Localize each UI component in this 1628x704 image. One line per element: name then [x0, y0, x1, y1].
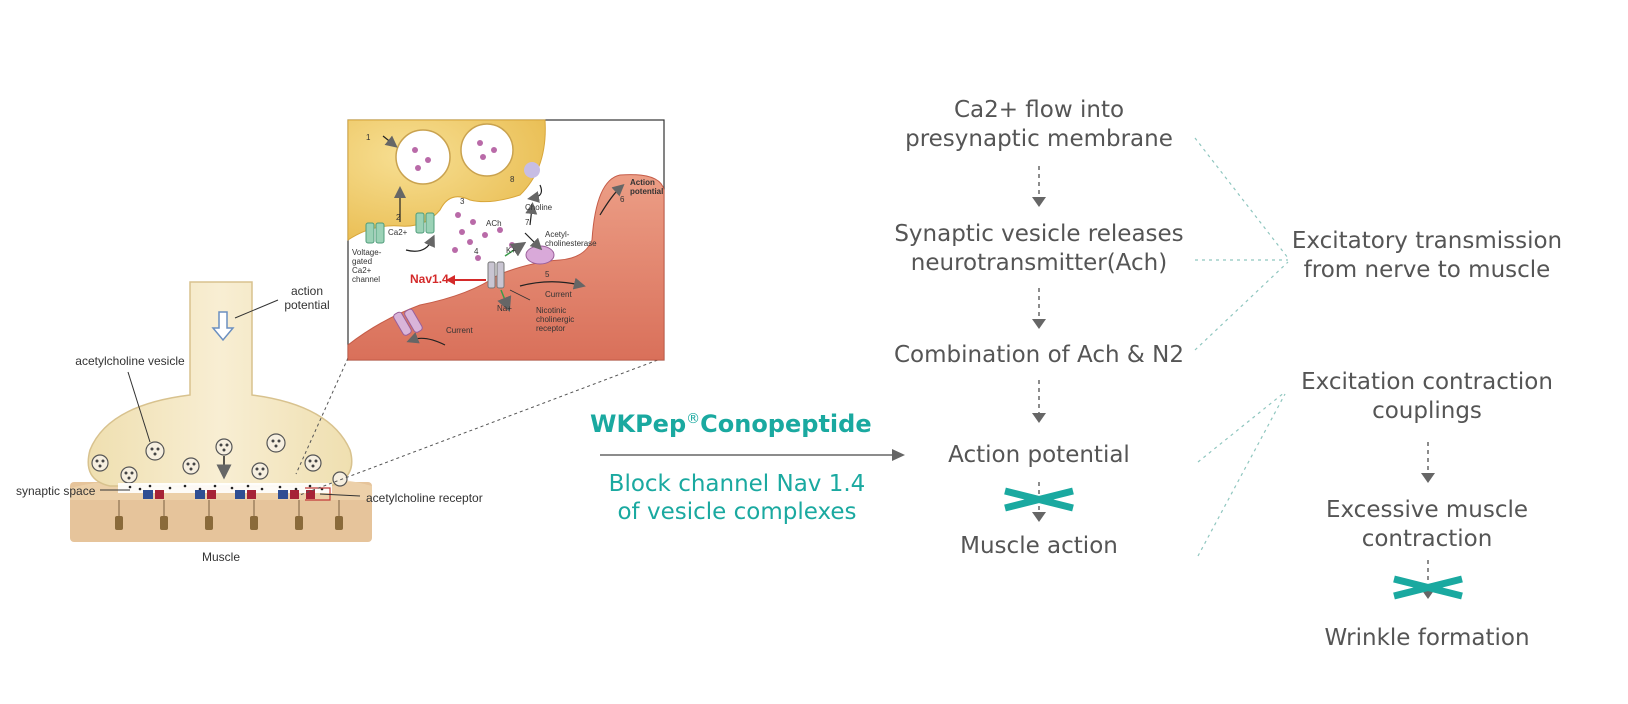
inset-ach: ACh — [486, 219, 502, 228]
summary-excitatory-transmission: Excitatory transmission from nerve to mu… — [1291, 228, 1563, 283]
flow-step-muscle-action: Muscle action — [960, 533, 1118, 559]
inset-choline: Choline — [525, 203, 553, 212]
inset-acetylcholinesterase: Acetyl-cholinesterase — [545, 230, 597, 248]
label-pointers — [100, 299, 361, 497]
inset-step-8: 8 — [510, 175, 515, 184]
inset-k: K+ — [506, 246, 517, 255]
inset-action-potential: Action potential — [630, 178, 664, 196]
flow-step-vesicle-release: Synaptic vesicle releases neurotransmitt… — [894, 221, 1184, 276]
inset-detail — [347, 119, 665, 361]
wkpep-brand: WKPep — [590, 410, 687, 438]
wkpep-product: Conopeptide — [700, 410, 872, 438]
summary-wrinkle-formation: Wrinkle formation — [1324, 625, 1530, 651]
vesicles — [91, 433, 348, 487]
label-action-potential: action potential — [284, 284, 330, 312]
connector-lines — [1194, 137, 1289, 557]
flow-step-combination: Combination of Ach & N2 — [894, 342, 1184, 368]
inset-na: Na+ — [497, 304, 512, 313]
inset-step-5: 5 — [545, 270, 550, 279]
inset-step-4: 4 — [474, 247, 479, 256]
wkpep-reg: ® — [686, 411, 701, 427]
flow-step-ca-flow: Ca2+ flow into presynaptic membrane — [905, 97, 1173, 152]
inset-current-2: Current — [446, 326, 473, 335]
inset-step-2: 2 — [396, 213, 401, 222]
wkpep-sub-line2: of vesicle complexes — [617, 499, 857, 525]
zoom-lines — [295, 357, 664, 496]
label-ach-receptor: acetylcholine receptor — [366, 491, 483, 505]
synapse-illustration — [70, 281, 664, 542]
inset-step-1: 1 — [366, 133, 371, 142]
action-potential-arrow — [211, 311, 235, 342]
acetylcholine-receptors — [143, 487, 331, 501]
inset-nav14: Nav1.4 — [410, 272, 449, 286]
vesicle-dots — [95, 439, 318, 480]
block-x-icon — [1004, 487, 1074, 512]
wkpep-subtitle: Block channel Nav 1.4 of vesicle complex… — [592, 470, 882, 526]
inset-current-1: Current — [545, 290, 572, 299]
label-synaptic-space: synaptic space — [16, 484, 96, 498]
block-x-icon-2 — [1393, 575, 1463, 600]
inset-ca: Ca2+ — [388, 228, 408, 237]
label-muscle: Muscle — [202, 550, 241, 564]
synaptic-cleft — [118, 483, 332, 493]
inset-step-6: 6 — [620, 195, 625, 204]
label-ach-vesicle: acetylcholine vesicle — [75, 354, 185, 368]
inset-nicotinic: Nicotinic cholinergic receptor — [536, 306, 575, 333]
inset-step-3: 3 — [460, 197, 465, 206]
summary-excessive-contraction: Excessive muscle contraction — [1325, 497, 1529, 552]
inset-voltage-channel: Voltage-gated Ca2+ channel — [352, 248, 382, 284]
muscle-folds — [115, 516, 343, 530]
summary-excitation-coupling: Excitation contraction couplings — [1301, 369, 1553, 424]
wkpep-title: WKPep®Conopeptide — [590, 410, 890, 438]
flow-step-action-potential: Action potential — [948, 442, 1130, 468]
wkpep-sub-line1: Block channel Nav 1.4 — [608, 471, 866, 497]
inset-step-7: 7 — [525, 218, 530, 227]
